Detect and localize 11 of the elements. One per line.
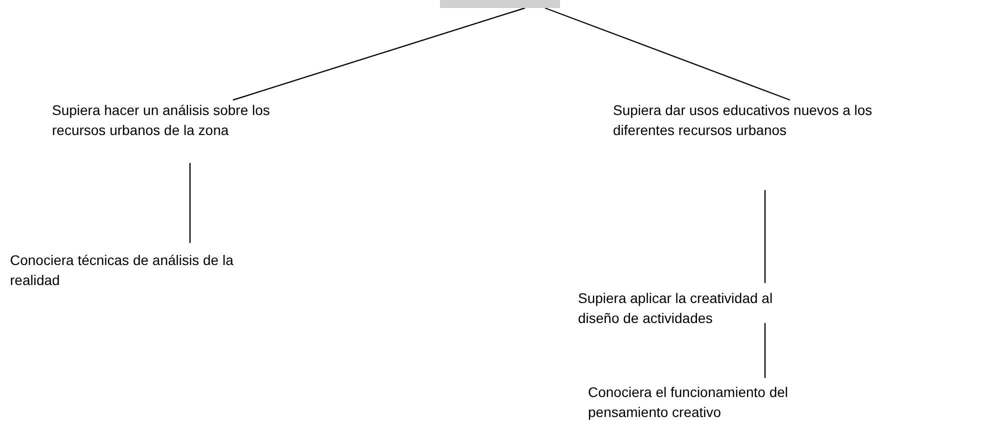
connector-line <box>544 7 790 101</box>
connector-line <box>764 323 766 378</box>
connector-line <box>764 190 766 283</box>
node-text: Supiera hacer un análisis sobre los recursos urbanos de la zona <box>52 101 271 140</box>
node-text: Supiera aplicar la creatividad al diseño de actividades <box>578 289 774 328</box>
node-text: Conociera el funcionamiento del pensamiento creativo <box>588 383 790 422</box>
connector-line <box>232 7 526 101</box>
connector-line <box>189 163 191 243</box>
node-text: Supiera dar usos educativos nuevos a los diferentes recursos urbanos <box>613 101 874 140</box>
node-text: Conociera técnicas de análisis de la realidad <box>10 251 234 290</box>
cut-off-bar <box>440 0 560 8</box>
